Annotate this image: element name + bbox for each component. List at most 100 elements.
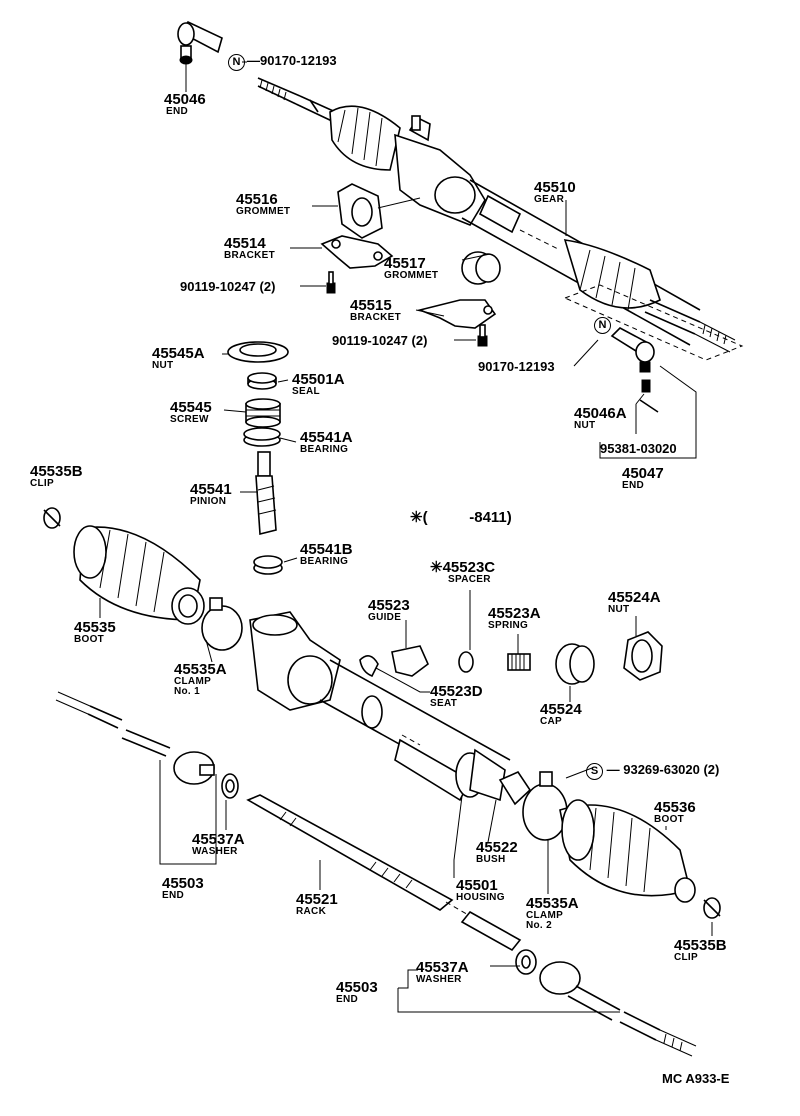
part-name: SEAL	[292, 386, 320, 397]
label-45503-left: 45503 END	[162, 876, 204, 901]
housing-45501	[249, 611, 511, 802]
part-name: CLAMP	[526, 910, 564, 921]
seal-45501A	[247, 372, 277, 390]
leader-lines	[99, 61, 713, 1013]
part-name: BOOT	[654, 814, 685, 825]
label-45535: 45535 BOOT	[74, 620, 116, 645]
part-name: BEARING	[300, 556, 349, 567]
part-number: 45524	[540, 701, 582, 718]
bearing-45541A	[243, 427, 281, 447]
part-name: BEARING	[300, 444, 349, 455]
grommet-45517	[461, 251, 501, 285]
part-number: 45516	[236, 191, 278, 208]
part-number: 45535A	[174, 661, 227, 678]
part-number: 45535	[74, 619, 116, 636]
label-90170-mid-number: 90170-12193	[478, 359, 555, 374]
label-90170-mid: N	[594, 316, 611, 334]
label-45514: 45514 BRACKET	[224, 236, 275, 261]
part-number: 90170-12193	[260, 53, 337, 68]
label-45524: 45524 CAP	[540, 702, 582, 727]
part-name: RACK	[296, 906, 327, 917]
cap-45524	[555, 643, 595, 685]
washer-45537A-left	[221, 773, 239, 799]
boot-45535	[73, 525, 205, 625]
label-45503-bottom: 45503 END	[336, 980, 378, 1005]
part-number: 45535B	[30, 463, 83, 480]
label-45545: 45545 SCREW	[170, 400, 212, 425]
part-name: CLAMP	[174, 676, 212, 687]
clip-45535B-right	[703, 897, 721, 919]
nut-45545A	[227, 341, 289, 363]
seat-45523D	[359, 655, 379, 678]
part-name: HOUSING	[456, 892, 505, 903]
part-number: 45523D	[430, 683, 483, 700]
label-45535B-bottom: 45535B CLIP	[674, 938, 727, 963]
nut-45524A	[623, 631, 663, 681]
part-name: NUT	[152, 360, 174, 371]
bearing-45541B	[253, 555, 283, 575]
part-number: 45510	[534, 179, 576, 196]
part-number: 45046A	[574, 405, 627, 422]
diagram-code: MC A933-E	[662, 1071, 730, 1086]
part-name: BRACKET	[350, 312, 401, 323]
part-number: 45047	[622, 465, 664, 482]
label-45046A: 45046A NUT	[574, 406, 627, 431]
part-name: NUT	[608, 604, 630, 615]
part-name: SPRING	[488, 620, 529, 631]
bracket-45515	[417, 299, 497, 329]
part-name: GUIDE	[368, 612, 402, 623]
part-name: WASHER	[416, 974, 462, 985]
part-number: 45541	[190, 481, 232, 498]
label-45523: 45523 GUIDE	[368, 598, 410, 623]
label-45541B: 45541B BEARING	[300, 542, 353, 567]
bracket-45514	[320, 235, 394, 269]
spacer-45523C	[458, 651, 474, 673]
label-45535B-top: 45535B CLIP	[30, 464, 83, 489]
part-name: CLIP	[30, 478, 54, 489]
label-45516: 45516 GROMMET	[236, 192, 290, 217]
part-number: 45046	[164, 91, 206, 108]
top-tie-rod-end-45046	[177, 21, 223, 65]
pinion-45541	[255, 451, 277, 536]
part-number: 45523A	[488, 605, 541, 622]
label-45510: 45510 GEAR	[534, 180, 576, 205]
label-45046: 45046 END	[164, 92, 206, 117]
guide-45523	[391, 645, 429, 677]
part-name: BRACKET	[224, 250, 275, 261]
part-number: 45545	[170, 399, 212, 416]
part-number: 45503	[336, 979, 378, 996]
label-45501: 45501 HOUSING	[456, 878, 505, 903]
label-45536: 45536 BOOT	[654, 800, 696, 825]
label-45537A-left: 45537A WASHER	[192, 832, 245, 857]
part-name: SCREW	[170, 414, 209, 425]
part-name: GEAR	[534, 194, 565, 205]
n-mark-icon: N	[594, 317, 611, 334]
part-number: 45535B	[674, 937, 727, 954]
part-number: 45535A	[526, 895, 579, 912]
label-45537A-bottom: 45537A WASHER	[416, 960, 469, 985]
part-name: PINION	[190, 496, 227, 507]
label-45524A: 45524A NUT	[608, 590, 661, 615]
part-name: BUSH	[476, 854, 506, 865]
label-90119-a: 90119-10247 (2)	[180, 279, 276, 294]
part-number: ✳45523C	[430, 559, 496, 576]
part-name-number: No. 2	[526, 920, 552, 931]
part-name: END	[162, 890, 185, 901]
boot-45536	[559, 799, 696, 903]
part-number: 45501	[456, 877, 498, 894]
label-93269: S — 93269-63020 (2)	[586, 762, 719, 780]
part-name: END	[336, 994, 359, 1005]
part-name: BOOT	[74, 634, 105, 645]
label-90170-top: N—90170-12193	[228, 53, 337, 71]
washer-45537A-bottom	[515, 949, 537, 975]
gear-assembly-45510	[257, 77, 744, 361]
clip-45535B-left	[43, 507, 61, 529]
screw-45545	[245, 398, 281, 428]
part-number: 45515	[350, 297, 392, 314]
part-number: 45501A	[292, 371, 345, 388]
label-45541: 45541 PINION	[190, 482, 232, 507]
part-name: GROMMET	[384, 270, 439, 281]
label-95381: 95381-03020	[600, 441, 677, 456]
